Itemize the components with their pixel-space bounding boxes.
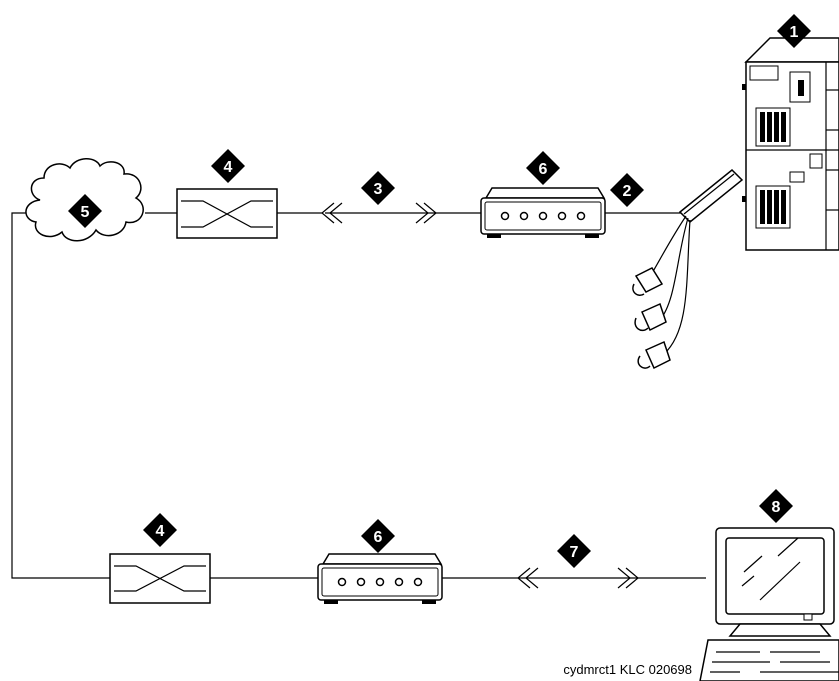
arrow-3 <box>321 202 437 224</box>
callout-1: 1 <box>777 14 811 48</box>
callout-6-bottom: 6 <box>361 519 395 553</box>
callout-2: 2 <box>610 173 644 207</box>
callout-6-bottom-label: 6 <box>374 529 383 546</box>
arrow-7 <box>517 567 639 589</box>
modem-top <box>480 187 606 238</box>
callout-8-label: 8 <box>772 499 781 516</box>
callout-7-label: 7 <box>570 544 579 561</box>
callout-4-top: 4 <box>211 149 245 183</box>
callout-4-bottom: 4 <box>143 513 177 547</box>
callout-1-label: 1 <box>790 24 799 41</box>
switch-cabinet <box>742 37 839 251</box>
modem-bottom <box>317 553 443 604</box>
callout-7: 7 <box>557 534 591 568</box>
cable-adapter <box>632 168 744 370</box>
callout-5: 5 <box>68 194 102 228</box>
switch-top <box>176 188 278 239</box>
callout-4-top-label: 4 <box>224 159 233 176</box>
connection-lines <box>11 212 706 579</box>
switch-bottom <box>109 553 211 604</box>
callout-8: 8 <box>759 489 793 523</box>
callout-6-top-label: 6 <box>539 161 548 178</box>
callout-5-label: 5 <box>81 204 90 221</box>
terminal-computer <box>699 527 839 681</box>
figure-caption: cydmrct1 KLC 020698 <box>563 662 692 677</box>
callout-6-top: 6 <box>526 151 560 185</box>
callout-4-bottom-label: 4 <box>156 523 165 540</box>
callout-2-label: 2 <box>623 183 632 200</box>
callout-3-label: 3 <box>374 181 383 198</box>
callout-3: 3 <box>361 171 395 205</box>
